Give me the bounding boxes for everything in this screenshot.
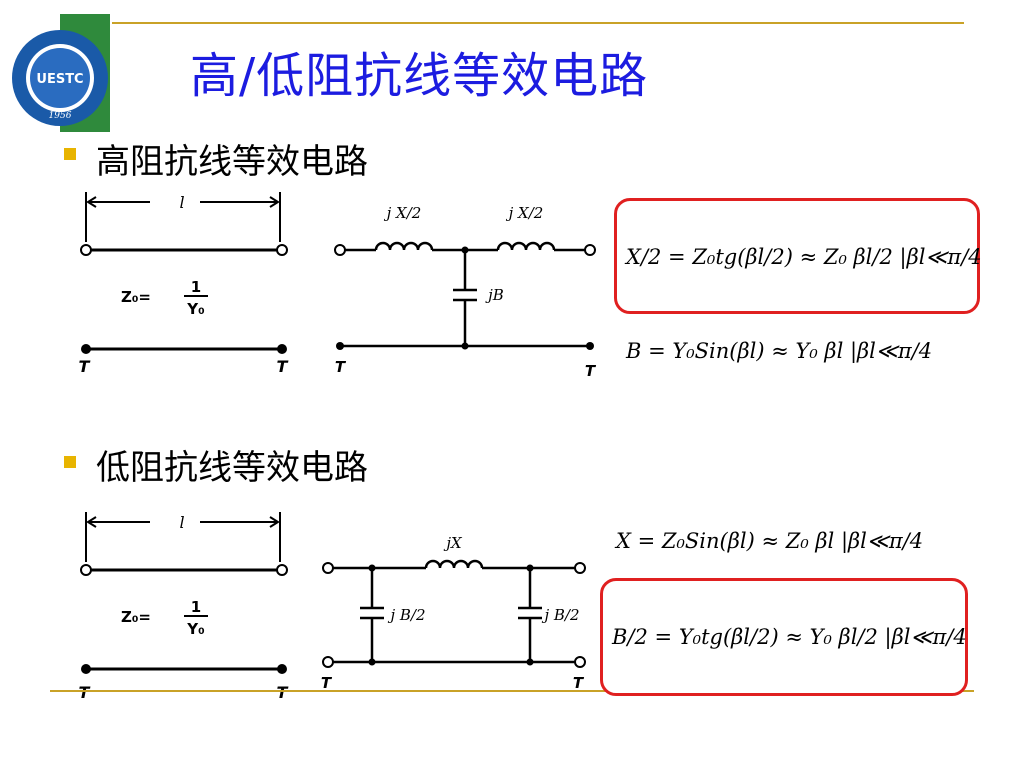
logo-year: 1956: [49, 111, 72, 121]
terminal-left: T: [79, 683, 91, 702]
impedance-label: Z₀=: [121, 288, 151, 306]
formula-box-b-low: [600, 578, 968, 696]
high-impedance-equivalent-circuit: j X/2 j X/2 jB T T: [334, 204, 597, 380]
impedance-label: Z₀=: [121, 608, 151, 626]
bullet-marker: [64, 148, 76, 160]
terminal-left: T: [79, 357, 91, 376]
top-accent-line: [112, 22, 964, 24]
terminal-right: T: [585, 362, 597, 380]
length-label: l: [179, 193, 184, 212]
impedance-num: 1: [191, 598, 201, 616]
high-impedance-line-diagram: l Z₀= 1 Y₀ T T: [79, 192, 289, 376]
section-heading-high-impedance: 高阻抗线等效电路: [96, 142, 368, 182]
series-label: jX: [443, 534, 463, 552]
formula-b-low: B/2 = Y₀tg(βl/2) ≈ Y₀ βl/2 |βl≪π/4: [611, 625, 967, 650]
shunt-label-right: j B/2: [541, 606, 579, 624]
bullet-marker: [64, 456, 76, 468]
length-label: l: [179, 513, 184, 532]
shunt-label-left: j B/2: [387, 606, 425, 624]
shunt-label: jB: [485, 286, 504, 304]
formula-x-low: X = Z₀Sin(βl) ≈ Z₀ βl |βl≪π/4: [614, 529, 923, 554]
terminal-left: T: [321, 674, 333, 692]
impedance-den: Y₀: [186, 620, 204, 638]
formula-text: B/2 = Y₀tg(βl/2) ≈ Y₀ βl/2 |βl≪π/4: [611, 625, 967, 650]
terminal-right: T: [277, 683, 289, 702]
series-label-left: j X/2: [384, 204, 422, 222]
terminal-left: T: [335, 358, 347, 376]
formula-text: X/2 = Z₀tg(βl/2) ≈ Z₀ βl/2 |βl≪π/4: [624, 245, 982, 270]
formula-b-high: B = Y₀Sin(βl) ≈ Y₀ βl |βl≪π/4: [625, 339, 932, 364]
university-logo: UESTC 1956: [12, 30, 108, 126]
section-heading-low-impedance: 低阻抗线等效电路: [96, 448, 368, 488]
impedance-den: Y₀: [186, 300, 204, 318]
formula-x-high: X/2 = Z₀tg(βl/2) ≈ Z₀ βl/2 |βl≪π/4: [624, 245, 982, 270]
page-title: 高/低阻抗线等效电路: [190, 48, 649, 104]
impedance-num: 1: [191, 278, 201, 296]
low-impedance-equivalent-circuit: jX j B/2 j B/2 T T: [321, 534, 586, 692]
logo-text: UESTC: [36, 72, 83, 87]
formula-text: B = Y₀Sin(βl) ≈ Y₀ βl |βl≪π/4: [625, 339, 932, 364]
terminal-right: T: [277, 357, 289, 376]
series-label-right: j X/2: [506, 204, 544, 222]
terminal-right: T: [573, 674, 585, 692]
low-impedance-line-diagram: l Z₀= 1 Y₀ T T: [79, 512, 289, 702]
formula-text: X = Z₀Sin(βl) ≈ Z₀ βl |βl≪π/4: [614, 529, 923, 554]
bottom-accent-line: [50, 690, 974, 692]
formula-box-x-high: [614, 198, 980, 314]
